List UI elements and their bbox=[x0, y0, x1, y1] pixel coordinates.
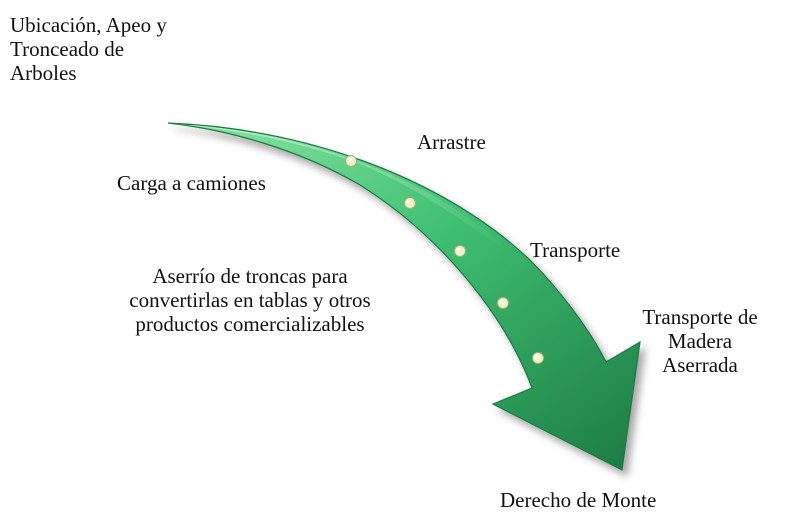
bead-shine-5 bbox=[534, 354, 538, 359]
bead-5 bbox=[532, 352, 544, 364]
bead-shine-1 bbox=[347, 157, 352, 161]
bead-shine-4 bbox=[499, 299, 504, 304]
bead-shine-2 bbox=[406, 199, 411, 203]
label-arrastre: Arrastre bbox=[417, 130, 486, 154]
label-aserrio: Aserrío de troncas para convertirlas en … bbox=[129, 264, 371, 336]
label-carga-camiones: Carga a camiones bbox=[117, 171, 266, 195]
label-transporte-madera-aserrada: Transporte de Madera Aserrada bbox=[642, 305, 758, 377]
label-transporte: Transporte bbox=[530, 238, 621, 262]
bead-group bbox=[345, 155, 544, 364]
label-ubicacion-apeo-tronceado: Ubicación, Apeo y Tronceado de Arboles bbox=[10, 13, 167, 85]
bead-3 bbox=[454, 245, 466, 257]
bead-4 bbox=[497, 297, 509, 309]
bead-shine-3 bbox=[456, 247, 461, 251]
label-derecho-monte: Derecho de Monte bbox=[500, 488, 657, 512]
bead-2 bbox=[404, 197, 416, 209]
bead-1 bbox=[345, 155, 357, 167]
arrow-body bbox=[167, 122, 641, 471]
